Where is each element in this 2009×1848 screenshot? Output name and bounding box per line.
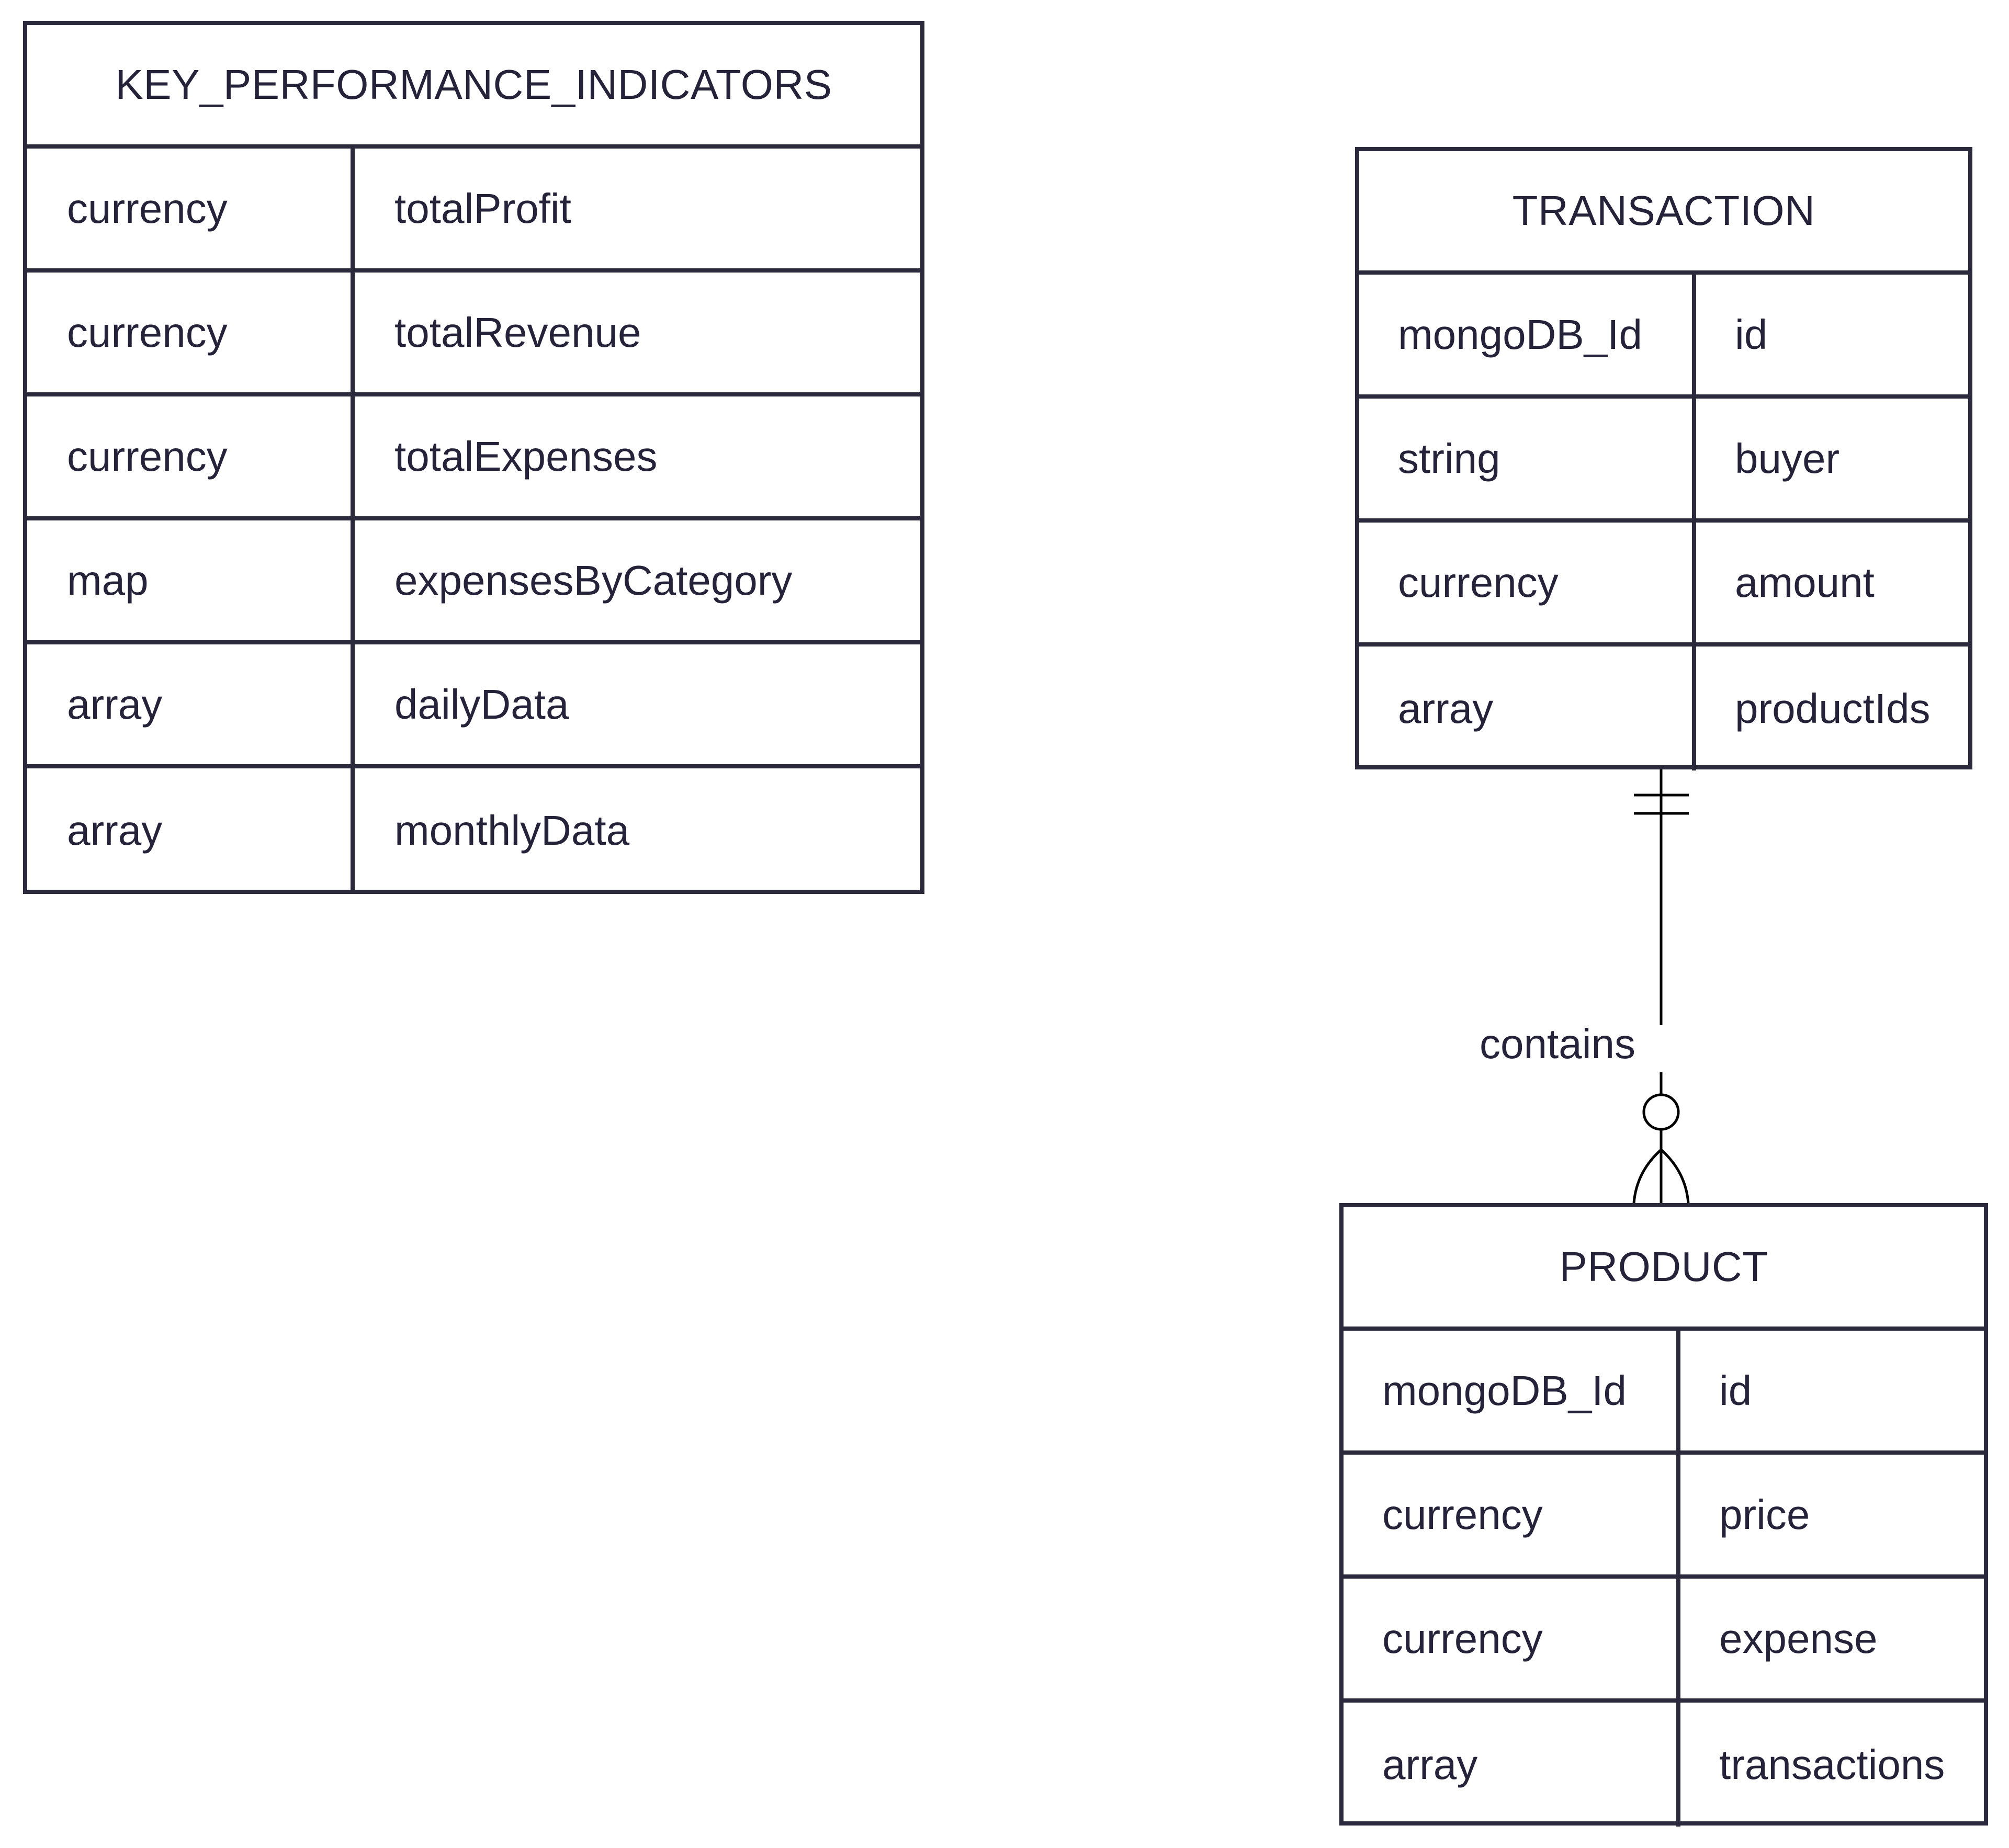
entity-key-performance-indicators[interactable]: KEY_PERFORMANCE_INDICATORS currency tota… bbox=[23, 21, 924, 894]
attribute-type: mongoDB_Id bbox=[1359, 275, 1696, 394]
attribute-row: currency totalProfit bbox=[27, 149, 920, 273]
attribute-name: productIds bbox=[1735, 685, 1931, 732]
attribute-row: currency totalRevenue bbox=[27, 273, 920, 396]
cardinality-zero-circle bbox=[1642, 1093, 1680, 1131]
attribute-row: mongoDB_Id id bbox=[1344, 1331, 1984, 1455]
attribute-name: monthlyData bbox=[394, 807, 630, 854]
attribute-type: array bbox=[1359, 647, 1696, 770]
attribute-row: currency expense bbox=[1344, 1579, 1984, 1703]
attribute-type: currency bbox=[27, 396, 355, 516]
attribute-row: map expensesByCategory bbox=[27, 520, 920, 644]
attribute-name: expense bbox=[1719, 1615, 1878, 1662]
attribute-row: array dailyData bbox=[27, 644, 920, 768]
attribute-row: array monthlyData bbox=[27, 768, 920, 892]
attribute-name: id bbox=[1735, 311, 1768, 358]
attribute-type: mongoDB_Id bbox=[1344, 1331, 1680, 1450]
attribute-type: array bbox=[1344, 1703, 1680, 1827]
attribute-name: transactions bbox=[1719, 1741, 1945, 1788]
attribute-name: totalRevenue bbox=[394, 309, 641, 356]
cardinality-many-left bbox=[1632, 1149, 1662, 1204]
attribute-name: buyer bbox=[1735, 435, 1840, 482]
entity-transaction[interactable]: TRANSACTION mongoDB_Id id string buyer c… bbox=[1355, 147, 1972, 770]
attribute-type: currency bbox=[27, 273, 355, 392]
entity-title: KEY_PERFORMANCE_INDICATORS bbox=[27, 25, 920, 149]
entity-title: TRANSACTION bbox=[1359, 151, 1968, 275]
attribute-name: amount bbox=[1735, 559, 1875, 606]
attribute-row: array transactions bbox=[1344, 1703, 1984, 1827]
attribute-row: currency price bbox=[1344, 1455, 1984, 1579]
attribute-row: array productIds bbox=[1359, 647, 1968, 770]
attribute-type: string bbox=[1359, 399, 1696, 518]
attribute-type: currency bbox=[1344, 1579, 1680, 1698]
relationship-label: contains bbox=[1480, 1021, 1635, 1067]
attribute-row: mongoDB_Id id bbox=[1359, 275, 1968, 399]
entity-product[interactable]: PRODUCT mongoDB_Id id currency price cur… bbox=[1339, 1203, 1988, 1827]
attribute-row: currency totalExpenses bbox=[27, 396, 920, 520]
attribute-row: string buyer bbox=[1359, 399, 1968, 523]
attribute-name: id bbox=[1719, 1367, 1752, 1414]
attribute-type: currency bbox=[1344, 1455, 1680, 1574]
attribute-name: expensesByCategory bbox=[394, 557, 793, 604]
attribute-type: array bbox=[27, 644, 355, 764]
attribute-name: totalExpenses bbox=[394, 433, 658, 480]
attribute-type: currency bbox=[27, 149, 355, 268]
entity-title: PRODUCT bbox=[1344, 1207, 1984, 1331]
attribute-name: totalProfit bbox=[394, 185, 571, 232]
attribute-type: currency bbox=[1359, 523, 1696, 642]
attribute-row: currency amount bbox=[1359, 523, 1968, 647]
attribute-name: price bbox=[1719, 1491, 1810, 1538]
attribute-name: dailyData bbox=[394, 681, 569, 728]
cardinality-many-right bbox=[1660, 1149, 1690, 1204]
attribute-type: array bbox=[27, 768, 355, 892]
attribute-type: map bbox=[27, 520, 355, 640]
